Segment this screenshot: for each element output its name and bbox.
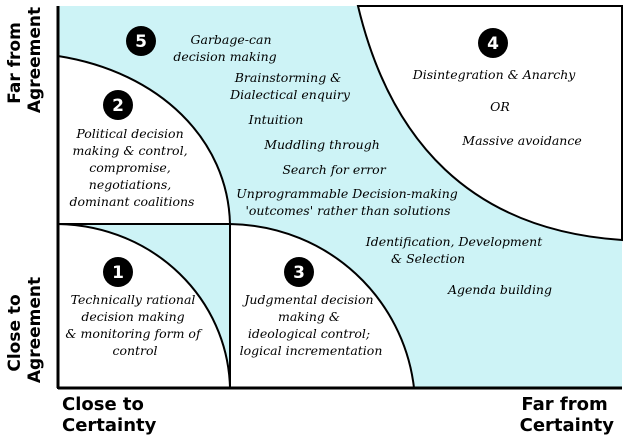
- zone-3-area: [229, 222, 416, 389]
- zone-2-area: [57, 54, 232, 225]
- svg-text:3: 3: [293, 263, 305, 283]
- complexity-item-brainstorming: Brainstorming & Dialectical enquiry: [229, 70, 351, 102]
- x-axis-label-right: Far from Certainty: [520, 394, 615, 436]
- badge-zone-5: 5: [126, 26, 156, 56]
- complexity-item-muddling: Muddling through: [263, 137, 380, 152]
- complexity-item-agenda: Agenda building: [447, 282, 552, 297]
- badge-zone-2: 2: [103, 90, 133, 120]
- zone-1-text: Technically rational decision making & m…: [65, 292, 204, 358]
- svg-text:2: 2: [112, 96, 124, 116]
- y-axis-label-top: Far from Agreement: [5, 7, 45, 113]
- x-axis-label-left: Close to Certainty: [62, 394, 157, 436]
- svg-text:1: 1: [112, 263, 124, 283]
- badge-zone-1: 1: [103, 257, 133, 287]
- complexity-item-unprogrammable: Unprogrammable Decision-making 'outcomes…: [236, 186, 462, 218]
- badge-zone-4: 4: [478, 28, 508, 58]
- complexity-item-search: Search for error: [282, 162, 386, 177]
- zone-4-area: [356, 5, 623, 242]
- badge-zone-3: 3: [284, 257, 314, 287]
- zone-5-text: Garbage-can decision making: [173, 32, 276, 64]
- zone-2-text: Political decision making & control, com…: [70, 126, 195, 209]
- zone-3-text: Judgmental decision making & ideological…: [240, 292, 383, 358]
- svg-text:5: 5: [135, 32, 147, 52]
- y-axis-label-bottom: Close to Agreement: [5, 277, 45, 383]
- svg-text:4: 4: [487, 34, 499, 54]
- complexity-item-identification: Identification, Development & Selection: [365, 234, 546, 266]
- zone-4-text: Disintegration & Anarchy OR Massive avoi…: [412, 67, 582, 148]
- complexity-item-intuition: Intuition: [248, 112, 304, 127]
